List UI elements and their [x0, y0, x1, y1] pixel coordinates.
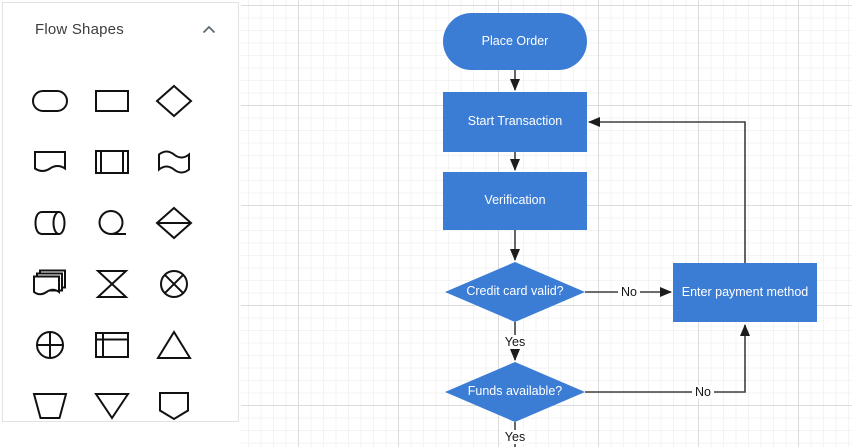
summing-junction-icon — [160, 269, 188, 298]
internal-storage-icon — [95, 331, 129, 358]
node-label-funds-available: Funds available? — [467, 384, 563, 399]
process-icon — [95, 89, 129, 112]
palette-shape-sort[interactable] — [154, 206, 194, 240]
connector-funds-no-to-payment[interactable] — [585, 324, 750, 393]
edge-label-credit-no-to-payment: No — [618, 285, 640, 299]
palette-shape-decision[interactable] — [154, 84, 194, 118]
edge-label-credit-yes-to-funds: Yes — [501, 335, 529, 349]
edge-label-funds-yes-down: Yes — [501, 430, 529, 444]
decision-diamond-shape — [445, 362, 585, 422]
palette-shape-multi-document[interactable] — [30, 267, 70, 301]
palette-shape-paper-tape[interactable] — [154, 145, 194, 179]
off-page-reference-icon — [159, 391, 189, 420]
shape-palette: Flow Shapes — [0, 0, 241, 447]
palette-shape-grid — [19, 70, 205, 436]
predefined-process-icon — [95, 149, 129, 174]
sequential-data-icon — [98, 209, 126, 235]
palette-shape-off-page-reference[interactable] — [154, 389, 194, 423]
palette-title: Flow Shapes — [35, 21, 124, 38]
edge-label-funds-no-to-payment: No — [692, 385, 714, 399]
node-place-order[interactable]: Place Order — [443, 13, 587, 70]
node-enter-payment-method[interactable]: Enter payment method — [673, 263, 817, 322]
palette-shape-document[interactable] — [30, 145, 70, 179]
palette-shape-direct-data[interactable] — [30, 206, 70, 240]
node-start-transaction[interactable]: Start Transaction — [443, 92, 587, 152]
collate-icon — [95, 269, 129, 298]
node-verification[interactable]: Verification — [443, 172, 587, 230]
node-label-credit-card-valid: Credit card valid? — [466, 284, 564, 299]
decision-icon — [155, 84, 193, 117]
node-label-verification: Verification — [484, 193, 546, 208]
palette-shape-summing-junction[interactable] — [154, 267, 194, 301]
manual-operation-icon — [32, 392, 68, 419]
extract-icon — [156, 329, 192, 359]
palette-shape-or[interactable] — [30, 328, 70, 362]
palette-header[interactable]: Flow Shapes — [35, 21, 216, 38]
direct-data-icon — [34, 210, 66, 235]
node-credit-card-valid[interactable]: Credit card valid? — [445, 262, 585, 322]
or-icon — [36, 330, 64, 359]
chevron-up-icon[interactable] — [202, 25, 216, 34]
palette-shape-manual-operation[interactable] — [30, 389, 70, 423]
decision-diamond-shape — [445, 262, 585, 322]
multi-document-icon — [33, 269, 66, 295]
palette-shape-extract[interactable] — [154, 328, 194, 362]
node-label-start-transaction: Start Transaction — [467, 114, 563, 129]
palette-shape-process[interactable] — [92, 84, 132, 118]
node-funds-available[interactable]: Funds available? — [445, 362, 585, 422]
node-label-enter-payment-method: Enter payment method — [681, 284, 809, 299]
palette-shape-internal-storage[interactable] — [92, 328, 132, 362]
palette-shape-terminator[interactable] — [30, 84, 70, 118]
document-icon — [34, 150, 66, 172]
connector-payment-to-start[interactable] — [588, 117, 746, 263]
node-label-place-order: Place Order — [481, 33, 549, 48]
palette-box: Flow Shapes — [2, 2, 239, 422]
paper-tape-icon — [158, 150, 190, 173]
palette-shape-collate[interactable] — [92, 267, 132, 301]
palette-shape-sequential-data[interactable] — [92, 206, 132, 240]
terminator-icon — [32, 89, 68, 112]
palette-shape-merge[interactable] — [92, 389, 132, 423]
sort-icon — [155, 206, 193, 239]
palette-shape-predefined-process[interactable] — [92, 145, 132, 179]
merge-icon — [94, 392, 130, 420]
